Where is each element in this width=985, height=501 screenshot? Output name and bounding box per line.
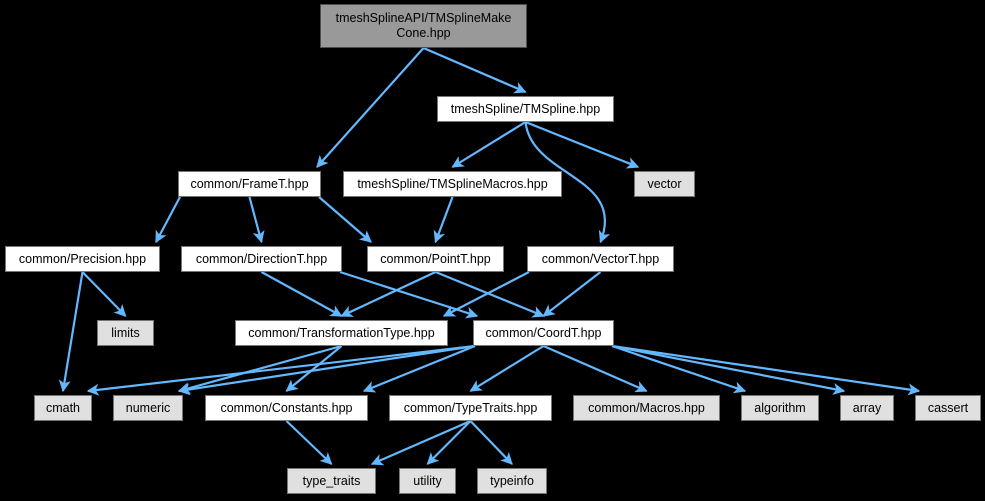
edge-typetraits-to-typeinfo	[469, 420, 513, 465]
edge-coordt-to-numeric	[177, 344, 476, 396]
graph-node-framet[interactable]: common/FrameT.hpp	[178, 171, 321, 197]
edge-tmspline-to-vector	[525, 120, 640, 169]
edge-framet-to-pointt	[318, 196, 372, 243]
graph-node-utility[interactable]: utility	[399, 468, 456, 494]
graph-node-limits[interactable]: limits	[97, 320, 154, 346]
graph-node-type_traits[interactable]: type_traits	[287, 468, 376, 494]
edge-typetraits-to-utility	[426, 420, 472, 465]
edge-pointt-to-coordt	[435, 270, 545, 318]
edge-precision-to-limits	[81, 271, 127, 317]
edge-coordt-to-cassert	[611, 344, 921, 396]
graph-node-tmspline[interactable]: tmeshSpline/TMSpline.hpp	[437, 96, 614, 122]
edge-tmspline-to-vectort	[524, 121, 611, 244]
graph-node-vectort[interactable]: common/VectorT.hpp	[527, 246, 674, 272]
edge-transftype-to-constants	[285, 345, 343, 392]
edge-tmmacros-to-pointt	[433, 196, 454, 244]
edge-directiont-to-transftype	[260, 271, 343, 317]
graph-node-cassert[interactable]: cassert	[915, 395, 981, 421]
graph-node-macros[interactable]: common/Macros.hpp	[573, 395, 720, 421]
edge-typetraits-to-type_traits	[370, 419, 471, 466]
graph-node-coordt[interactable]: common/CoordT.hpp	[473, 320, 614, 346]
edge-coordt-to-typetraits	[469, 345, 545, 392]
graph-node-root: tmeshSplineAPI/TMSplineMake Cone.hpp	[320, 4, 527, 48]
graph-node-numeric[interactable]: numeric	[113, 395, 183, 421]
graph-node-algorithm[interactable]: algorithm	[741, 395, 819, 421]
edge-root-to-tmspline	[423, 46, 527, 94]
edge-vectort-to-coordt	[542, 271, 602, 317]
edge-pointt-to-transftype	[340, 271, 436, 317]
graph-node-typeinfo[interactable]: typeinfo	[477, 468, 547, 494]
graph-node-array[interactable]: array	[840, 395, 894, 421]
edge-precision-to-cmath	[58, 271, 84, 393]
edge-tmspline-to-tmmacros	[451, 121, 527, 168]
edge-coordt-to-array	[611, 344, 846, 395]
edge-vectort-to-transftype	[442, 271, 530, 317]
edge-framet-to-precision	[155, 196, 181, 244]
graph-node-precision[interactable]: common/Precision.hpp	[5, 246, 160, 272]
graph-node-transftype[interactable]: common/TransformationType.hpp	[235, 320, 448, 346]
edge-transftype-to-numeric	[177, 344, 342, 394]
graph-node-constants[interactable]: common/Constants.hpp	[205, 395, 368, 421]
graph-node-directiont[interactable]: common/DirectionT.hpp	[181, 246, 342, 272]
edge-coordt-to-algorithm	[611, 344, 747, 394]
edge-coordt-to-constants	[362, 344, 476, 393]
edge-root-to-framet	[316, 47, 425, 168]
graph-node-pointt[interactable]: common/PointT.hpp	[367, 246, 504, 272]
graph-node-vector[interactable]: vector	[634, 171, 695, 197]
graph-node-typetraits[interactable]: common/TypeTraits.hpp	[389, 395, 552, 421]
graph-node-tmmacros[interactable]: tmeshSpline/TMSplineMacros.hpp	[343, 171, 562, 197]
edge-coordt-to-cmath	[86, 344, 476, 396]
edge-constants-to-type_traits	[285, 420, 333, 465]
edge-coordt-to-macros	[543, 344, 648, 393]
graph-node-cmath[interactable]: cmath	[34, 395, 92, 421]
edge-framet-to-directiont	[248, 196, 265, 244]
